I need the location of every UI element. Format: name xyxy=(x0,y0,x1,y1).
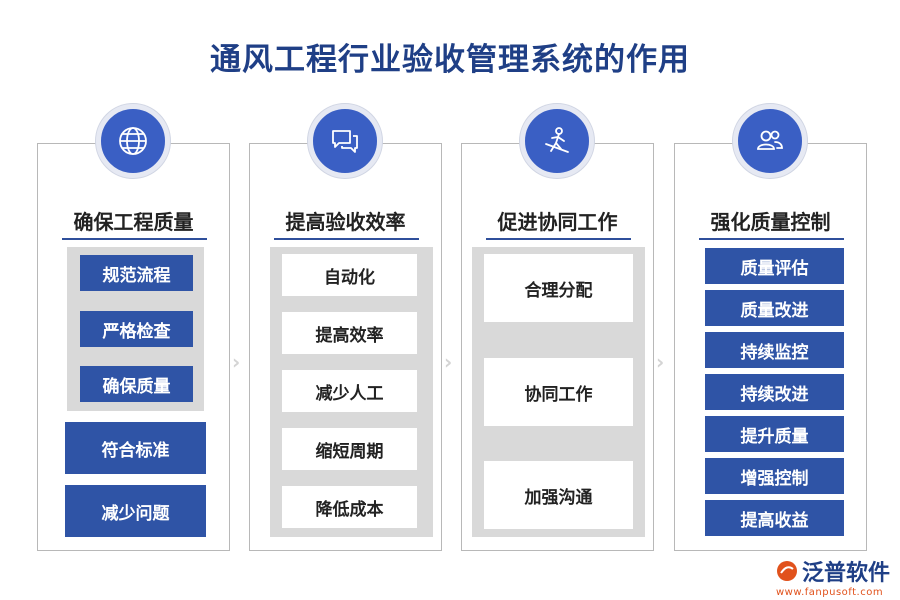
list-item: 持续改进 xyxy=(705,374,844,410)
collaboration-icon xyxy=(520,104,594,178)
chevron-right-icon: › xyxy=(656,350,665,374)
column-improve-efficiency: 提高验收效率 自动化 提高效率 减少人工 缩短周期 降低成本 xyxy=(249,143,442,551)
chat-icon xyxy=(308,104,382,178)
list-item: 严格检查 xyxy=(80,311,193,347)
list-item: 持续监控 xyxy=(705,332,844,368)
chevron-right-icon: › xyxy=(232,350,241,374)
brand-logo: 泛普软件 www.fanpusoft.com xyxy=(776,555,890,598)
list-item: 减少问题 xyxy=(65,485,206,537)
column-heading: 促进协同工作 xyxy=(497,210,618,234)
column-heading: 强化质量控制 xyxy=(710,210,831,234)
heading-underline xyxy=(486,238,631,240)
list-item: 增强控制 xyxy=(705,458,844,494)
list-item: 确保质量 xyxy=(80,366,193,402)
users-icon xyxy=(733,104,807,178)
list-item: 质量评估 xyxy=(705,248,844,284)
column-collaboration: 促进协同工作 合理分配 协同工作 加强沟通 xyxy=(461,143,654,551)
list-item: 提高收益 xyxy=(705,500,844,536)
page-title: 通风工程行业验收管理系统的作用 xyxy=(210,42,690,78)
logo-url: www.fanpusoft.com xyxy=(775,587,884,598)
column-heading: 提高验收效率 xyxy=(285,210,406,234)
column-ensure-quality: 确保工程质量 规范流程 严格检查 确保质量 符合标准 减少问题 xyxy=(37,143,230,551)
column-quality-control: 强化质量控制 质量评估 质量改进 持续监控 持续改进 提升质量 增强控制 提高收… xyxy=(674,143,867,551)
globe-icon xyxy=(96,104,170,178)
list-item: 质量改进 xyxy=(705,290,844,326)
logo-name: 泛普软件 xyxy=(801,561,890,586)
list-item: 加强沟通 xyxy=(484,461,633,529)
list-item: 提高效率 xyxy=(282,312,417,354)
chevron-right-icon: › xyxy=(444,350,453,374)
list-item: 协同工作 xyxy=(484,358,633,426)
heading-underline xyxy=(274,238,419,240)
logo-icon xyxy=(776,561,797,581)
list-item: 缩短周期 xyxy=(282,428,417,470)
heading-underline xyxy=(62,238,207,240)
list-item: 自动化 xyxy=(282,254,417,296)
list-item: 降低成本 xyxy=(282,486,417,528)
list-item: 减少人工 xyxy=(282,370,417,412)
list-item: 规范流程 xyxy=(80,255,193,291)
column-heading: 确保工程质量 xyxy=(73,210,194,234)
list-item: 提升质量 xyxy=(705,416,844,452)
list-item: 符合标准 xyxy=(65,422,206,474)
heading-underline xyxy=(699,238,844,240)
list-item: 合理分配 xyxy=(484,254,633,322)
